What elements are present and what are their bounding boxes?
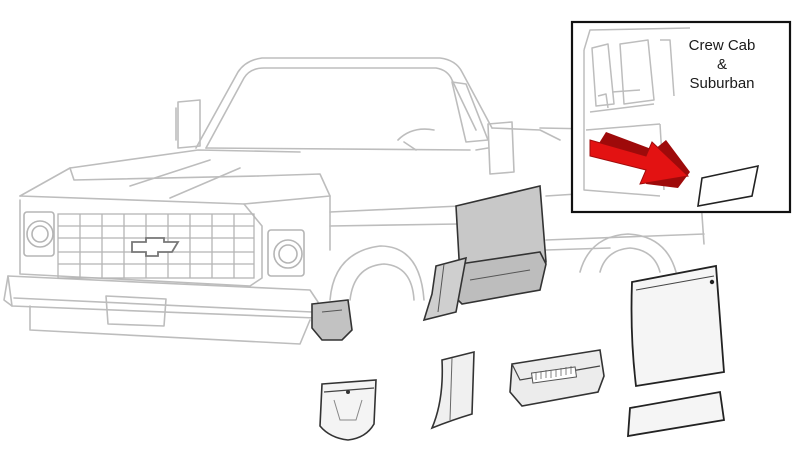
- red-arrow-icon: [589, 132, 690, 188]
- door-skin-part: [630, 264, 725, 388]
- rocker-box-part: [509, 349, 605, 407]
- right-headlight: [267, 229, 305, 277]
- caption-line-3: Suburban: [689, 75, 755, 92]
- rocker-panel-installed: [453, 251, 547, 305]
- caption-line-2: &: [716, 56, 727, 73]
- inset-caption: Crew Cab & Suburban: [672, 36, 772, 93]
- fender-patch-installed: [311, 299, 353, 341]
- caption-line-1: Crew Cab: [688, 37, 756, 54]
- inset-panel: [570, 20, 792, 214]
- lower-fender-patch-part: [319, 379, 377, 441]
- cab-corner-installed: [422, 256, 468, 322]
- left-headlight: [23, 211, 55, 257]
- door-skin-installed: [455, 185, 547, 277]
- cab-corner-part: [430, 350, 475, 430]
- chevrolet-bowtie-icon: [131, 237, 180, 257]
- lower-door-patch-part: [627, 390, 726, 438]
